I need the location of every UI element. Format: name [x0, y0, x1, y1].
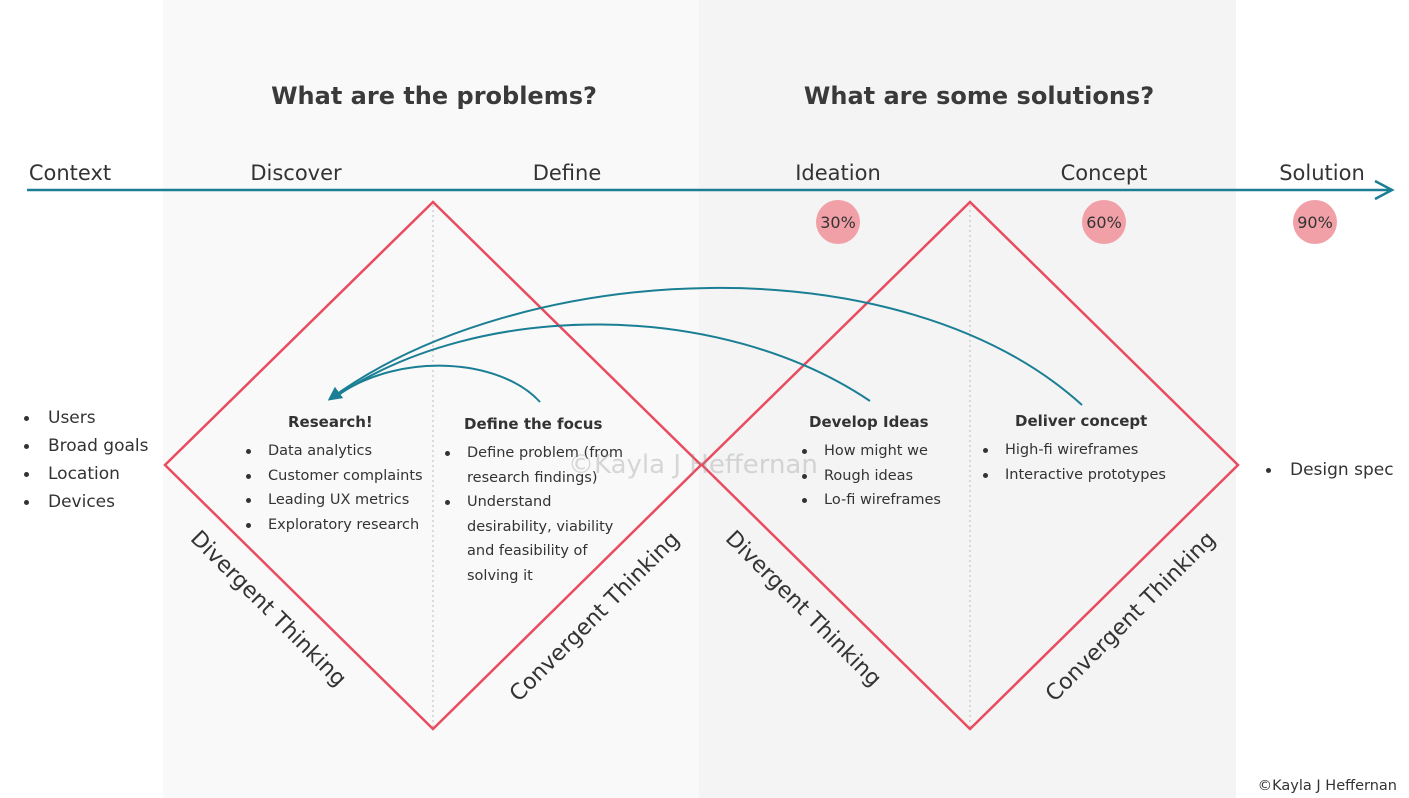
timeline-arrowhead — [1374, 179, 1395, 201]
problem-diamond — [163, 200, 703, 731]
copyright-credit: ©Kayla J Heffernan — [1257, 778, 1397, 794]
feedback-arc-define — [337, 364, 541, 403]
list-item: Broad goals — [22, 432, 148, 460]
phase-discover: Discover — [250, 161, 342, 185]
list-item: Customer complaints — [244, 464, 434, 489]
ideation-fidelity-badge: 30% — [816, 200, 860, 244]
define-focus-title: Define the focus — [464, 415, 603, 433]
list-item: Leading UX metrics — [244, 488, 434, 513]
phase-define: Define — [532, 161, 602, 185]
solutions-panel — [699, 0, 1236, 798]
list-item: Interactive prototypes — [981, 463, 1181, 488]
deliver-concept-block: Deliver concept High-fi wireframes Inter… — [981, 412, 1181, 487]
research-block: Research! Data analytics Customer compla… — [244, 413, 434, 537]
solutions-heading: What are some solutions? — [803, 82, 1155, 110]
problems-panel — [163, 0, 699, 798]
research-title: Research! — [288, 413, 373, 431]
list-item: Understand desirability, viability and f… — [443, 490, 633, 588]
list-item: Design spec — [1264, 456, 1394, 484]
feedback-arc-deliver — [327, 287, 1083, 406]
phase-concept: Concept — [1060, 161, 1148, 185]
list-item: Data analytics — [244, 439, 434, 464]
list-item: Exploratory research — [244, 513, 434, 538]
watermark: ©Kayla J Heffernan — [568, 450, 818, 480]
list-item: Devices — [22, 488, 148, 516]
phase-ideation: Ideation — [795, 161, 881, 185]
feedback-arc-develop — [337, 323, 871, 402]
context-list: Users Broad goals Location Devices — [22, 404, 148, 516]
list-item: Location — [22, 460, 148, 488]
solution-fidelity-badge: 90% — [1293, 200, 1337, 244]
solution-diamond — [700, 200, 1240, 731]
develop-ideas-block: Develop Ideas How might we Rough ideas L… — [800, 413, 970, 513]
list-item: Rough ideas — [800, 464, 970, 489]
list-item: How might we — [800, 439, 970, 464]
list-item: High-fi wireframes — [981, 438, 1181, 463]
list-item: Define problem (from research findings) — [443, 441, 633, 490]
define-focus-block: Define the focus Define problem (from re… — [443, 415, 633, 588]
deliver-concept-title: Deliver concept — [1015, 412, 1148, 430]
problems-heading: What are the problems? — [271, 82, 597, 110]
list-item: Lo-fi wireframes — [800, 488, 970, 513]
phase-context: Context — [28, 161, 112, 185]
list-item: Users — [22, 404, 148, 432]
develop-ideas-title: Develop Ideas — [809, 413, 929, 431]
concept-fidelity-badge: 60% — [1082, 200, 1126, 244]
solution-list: Design spec — [1264, 456, 1394, 484]
phase-solution: Solution — [1279, 161, 1365, 185]
